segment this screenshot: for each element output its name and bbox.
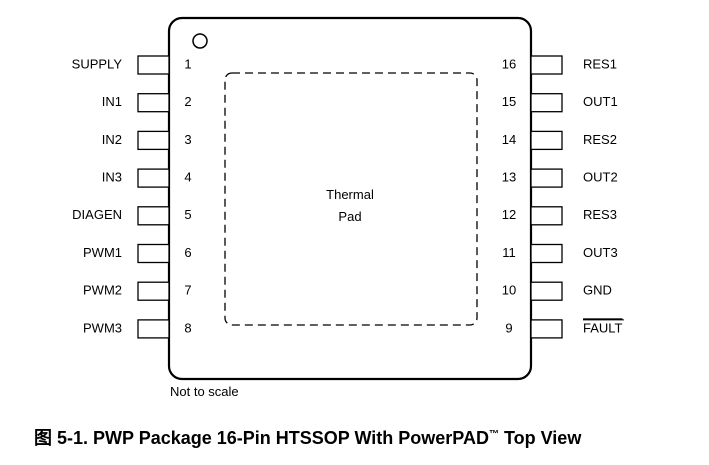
caption-prefix: 图 5-1. PWP Package 16-Pin HTSSOP With Po…: [34, 428, 489, 448]
thermal-pad-label-line2: Pad: [338, 209, 361, 224]
pin-number-1: 1: [184, 56, 191, 71]
pin-name-7: PWM2: [83, 283, 122, 298]
pin-number-11: 11: [502, 245, 516, 260]
pin-number-13: 13: [502, 170, 516, 185]
pin-name-2: IN1: [102, 94, 122, 109]
pin-name-8: PWM3: [83, 320, 122, 335]
pin-number-3: 3: [184, 132, 191, 147]
pin-name-11: OUT3: [583, 245, 618, 260]
pin-lead-6: [137, 243, 170, 264]
pin-name-10: GND: [583, 283, 612, 298]
pin-number-5: 5: [184, 207, 191, 222]
caption-trademark: ™: [488, 429, 499, 440]
pin-name-5: DIAGEN: [72, 207, 122, 222]
pin1-marker: [192, 33, 208, 49]
pin-number-15: 15: [502, 94, 516, 109]
pin-lead-7: [137, 281, 170, 301]
pin-name-12: RES3: [583, 207, 617, 222]
pin-number-2: 2: [184, 94, 191, 109]
figure-caption: 图 5-1. PWP Package 16-Pin HTSSOP With Po…: [34, 424, 581, 450]
pin-lead-11: [530, 243, 563, 264]
pin-number-8: 8: [184, 320, 191, 335]
pin-number-12: 12: [502, 207, 516, 222]
pin-lead-2: [137, 93, 170, 113]
pin-number-16: 16: [502, 56, 516, 71]
pin-lead-13: [530, 168, 563, 188]
package-body: [167, 16, 533, 381]
pin-number-14: 14: [502, 132, 516, 147]
not-to-scale-note: Not to scale: [170, 384, 239, 399]
pin-number-7: 7: [184, 283, 191, 298]
pin-name-15: OUT1: [583, 94, 618, 109]
pin-lead-5: [137, 206, 170, 226]
thermal-pad: [224, 72, 478, 326]
pin-number-4: 4: [184, 170, 191, 185]
pin-lead-1: [137, 55, 170, 75]
pin-lead-15: [530, 93, 563, 113]
pin-name-1: SUPPLY: [72, 56, 123, 71]
pin-name-4: IN3: [102, 170, 122, 185]
pin-lead-8: [137, 319, 170, 339]
pin-name-14: RES2: [583, 132, 617, 147]
pin-lead-4: [137, 168, 170, 188]
thermal-pad-label-line1: Thermal: [326, 187, 374, 202]
pin-number-9: 9: [505, 320, 512, 335]
pin-lead-9: [530, 319, 563, 339]
pin-number-6: 6: [184, 245, 191, 260]
pin-name-16: RES1: [583, 56, 617, 71]
pin-name-6: PWM1: [83, 245, 122, 260]
pin-lead-14: [530, 130, 563, 151]
pin-lead-16: [530, 55, 563, 75]
pin-name-13: OUT2: [583, 170, 618, 185]
pin-lead-12: [530, 206, 563, 226]
caption-suffix: Top View: [498, 428, 582, 448]
pin-name-3: IN2: [102, 132, 122, 147]
pin-lead-10: [530, 281, 563, 301]
pin-name-9: FAULT: [583, 320, 623, 335]
pin-number-10: 10: [502, 283, 516, 298]
pin-lead-3: [137, 130, 170, 151]
